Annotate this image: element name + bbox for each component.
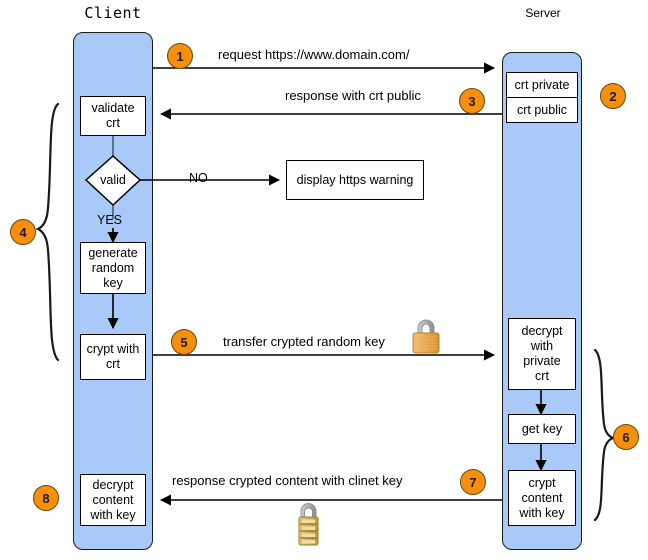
message-label-response-crt-public: response with crt public [285,88,421,103]
node-decrypt-with-private-crt[interactable]: decrypt with private crt [508,318,576,390]
brace-server-steps [593,348,616,522]
brace-client-steps [35,102,60,362]
valid-decision-shape [84,154,142,207]
lane-title-client: Client [84,4,142,22]
node-crt-public[interactable]: crt public [506,97,578,123]
step-badge-2[interactable]: 2 [600,83,626,109]
branch-label-yes: YES [97,213,123,227]
node-crypt-with-crt[interactable]: crypt with crt [80,334,146,380]
step-badge-6[interactable]: 6 [613,424,639,450]
node-display-https-warning[interactable]: display https warning [286,160,424,200]
padlock-combination-icon [298,503,319,546]
message-label-response-crypted-content: response crypted content with clinet key [172,473,403,488]
step-badge-7[interactable]: 7 [460,469,486,495]
step-badge-8[interactable]: 8 [33,485,59,511]
valid-decision-label: valid [100,173,126,187]
node-crt-private[interactable]: crt private [506,72,578,98]
message-label-request: request https://www.domain.com/ [218,47,410,62]
node-generate-random-key[interactable]: generate random key [80,242,146,294]
node-get-key[interactable]: get key [508,414,576,444]
padlock-closed-icon [412,319,440,354]
node-validate-crt[interactable]: validate crt [80,96,146,136]
message-label-transfer-crypted-key: transfer crypted random key [223,334,385,349]
node-decrypt-content-with-key[interactable]: decrypt content with key [80,474,146,526]
lane-title-server: Server [525,6,561,20]
step-badge-5[interactable]: 5 [171,329,197,355]
step-badge-1[interactable]: 1 [167,43,193,69]
branch-label-no: NO [189,171,208,185]
step-badge-4[interactable]: 4 [10,219,36,245]
step-badge-3[interactable]: 3 [459,88,485,114]
node-crypt-content-with-key[interactable]: crypt content with key [508,470,576,526]
